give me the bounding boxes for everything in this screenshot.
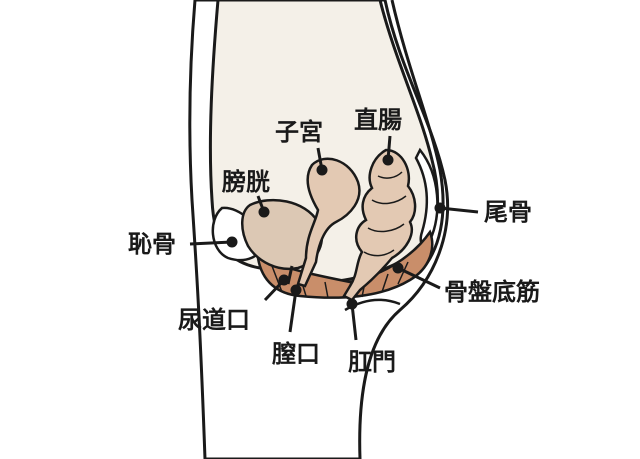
label-vaginal-opening: 膣口 xyxy=(272,340,320,368)
label-pelvic-floor: 骨盤底筋 xyxy=(444,278,540,306)
label-coccyx: 尾骨 xyxy=(484,198,532,226)
uterus-shape xyxy=(296,157,361,288)
label-rectum: 直腸 xyxy=(354,106,402,134)
label-bladder: 膀胱 xyxy=(222,168,270,196)
label-anus: 肛門 xyxy=(348,348,396,376)
label-uterus: 子宮 xyxy=(275,118,323,146)
leader-lines xyxy=(189,135,479,341)
label-urethral-opening: 尿道口 xyxy=(178,306,250,334)
spine-line xyxy=(390,0,445,274)
label-pubic-bone: 恥骨 xyxy=(128,230,176,258)
rectum-shape xyxy=(342,148,417,302)
bladder-shape xyxy=(241,198,324,271)
rectum-folds xyxy=(363,171,407,257)
